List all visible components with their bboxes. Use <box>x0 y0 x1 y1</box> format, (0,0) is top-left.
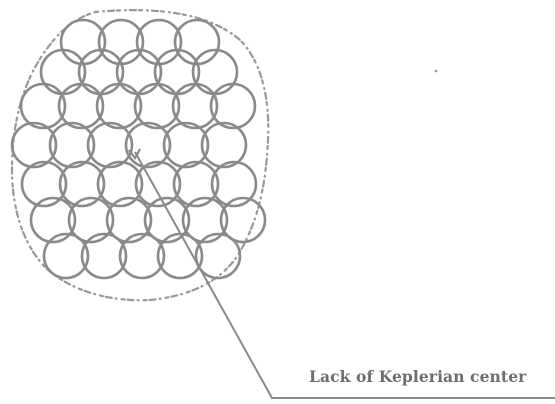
speck <box>435 70 438 73</box>
callout-label: Lack of Keplerian center <box>309 367 526 386</box>
packed-circles <box>12 20 265 278</box>
leader-line <box>135 152 555 398</box>
